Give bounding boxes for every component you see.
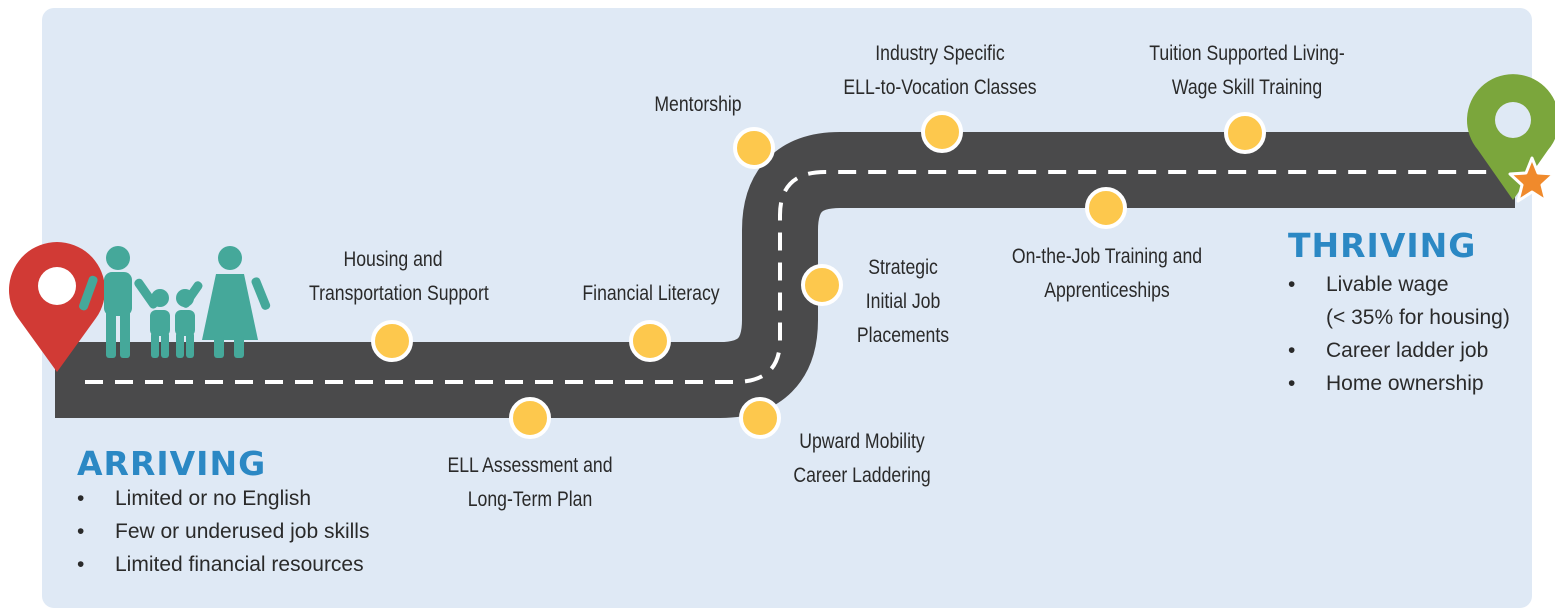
milestone-label-line: Career Laddering <box>793 464 931 487</box>
milestone-dot-upward <box>739 397 781 439</box>
milestone-dot-financial <box>629 320 671 362</box>
milestone-label-line: Tuition Supported Living- <box>1149 42 1345 65</box>
milestone-label-line: Industry Specific <box>875 42 1005 65</box>
arriving-list: Limited or no English Few or underused j… <box>77 482 369 581</box>
milestone-label-line: Placements <box>856 324 950 347</box>
milestone-label-housing: Housing and Transportation Support <box>309 243 489 311</box>
list-item: Career ladder job <box>1288 334 1510 367</box>
milestone-label-ojt: On-the-Job Training and Apprenticeships <box>994 240 1221 308</box>
milestone-label-mentorship: Mentorship <box>614 88 782 122</box>
list-item: Few or underused job skills <box>77 515 369 548</box>
milestone-label-strategic: Strategic Initial Job Placements <box>853 251 954 353</box>
list-item-text: Livable wage <box>1326 273 1449 296</box>
milestone-label-line: Apprenticeships <box>1044 279 1170 302</box>
milestone-label-ell: ELL Assessment and Long-Term Plan <box>446 449 614 517</box>
list-item: Limited or no English <box>77 482 369 515</box>
milestone-label-line: Upward Mobility <box>799 430 925 453</box>
milestone-label-line: Long-Term Plan <box>467 488 593 511</box>
milestone-label-line: Financial Literacy <box>582 282 720 305</box>
list-item: Home ownership <box>1288 367 1510 400</box>
milestone-dot-housing <box>371 320 413 362</box>
milestone-dot-industry <box>921 111 963 153</box>
milestone-dot-mentorship <box>733 127 775 169</box>
milestone-dot-tuition <box>1224 112 1266 154</box>
milestone-label-line: Housing and <box>343 248 443 271</box>
milestone-label-line: Strategic <box>868 256 938 279</box>
milestone-label-line: On-the-Job Training and <box>1011 245 1203 268</box>
milestone-label-industry: Industry Specific ELL-to-Vocation Classe… <box>839 37 1041 105</box>
milestone-label-line: Transportation Support <box>309 282 489 305</box>
milestone-label-line: Initial Job <box>865 290 941 313</box>
star-icon <box>1508 156 1555 203</box>
milestone-dot-strategic <box>801 264 843 306</box>
road-center-dashes <box>85 170 1515 384</box>
thriving-title: THRIVING <box>1288 226 1477 265</box>
milestone-label-financial: Financial Literacy <box>567 277 735 311</box>
milestone-label-line: Wage Skill Training <box>1171 76 1323 99</box>
milestone-label-line: ELL-to-Vocation Classes <box>843 76 1037 99</box>
milestone-dot-ell <box>509 397 551 439</box>
arriving-title: ARRIVING <box>77 444 267 483</box>
list-item: Livable wage (< 35% for housing) <box>1288 268 1510 334</box>
start-map-pin-icon <box>9 242 106 372</box>
list-item: Limited financial resources <box>77 548 369 581</box>
thriving-list: Livable wage (< 35% for housing) Career … <box>1288 268 1510 400</box>
family-icon <box>79 246 271 358</box>
milestone-label-line: ELL Assessment and <box>447 454 613 477</box>
list-item-subtext: (< 35% for housing) <box>1326 306 1510 329</box>
milestone-label-line: Mentorship <box>654 93 742 116</box>
milestone-label-tuition: Tuition Supported Living- Wage Skill Tra… <box>1134 37 1361 105</box>
milestone-label-upward: Upward Mobility Career Laddering <box>778 425 946 493</box>
milestone-dot-ojt <box>1085 187 1127 229</box>
